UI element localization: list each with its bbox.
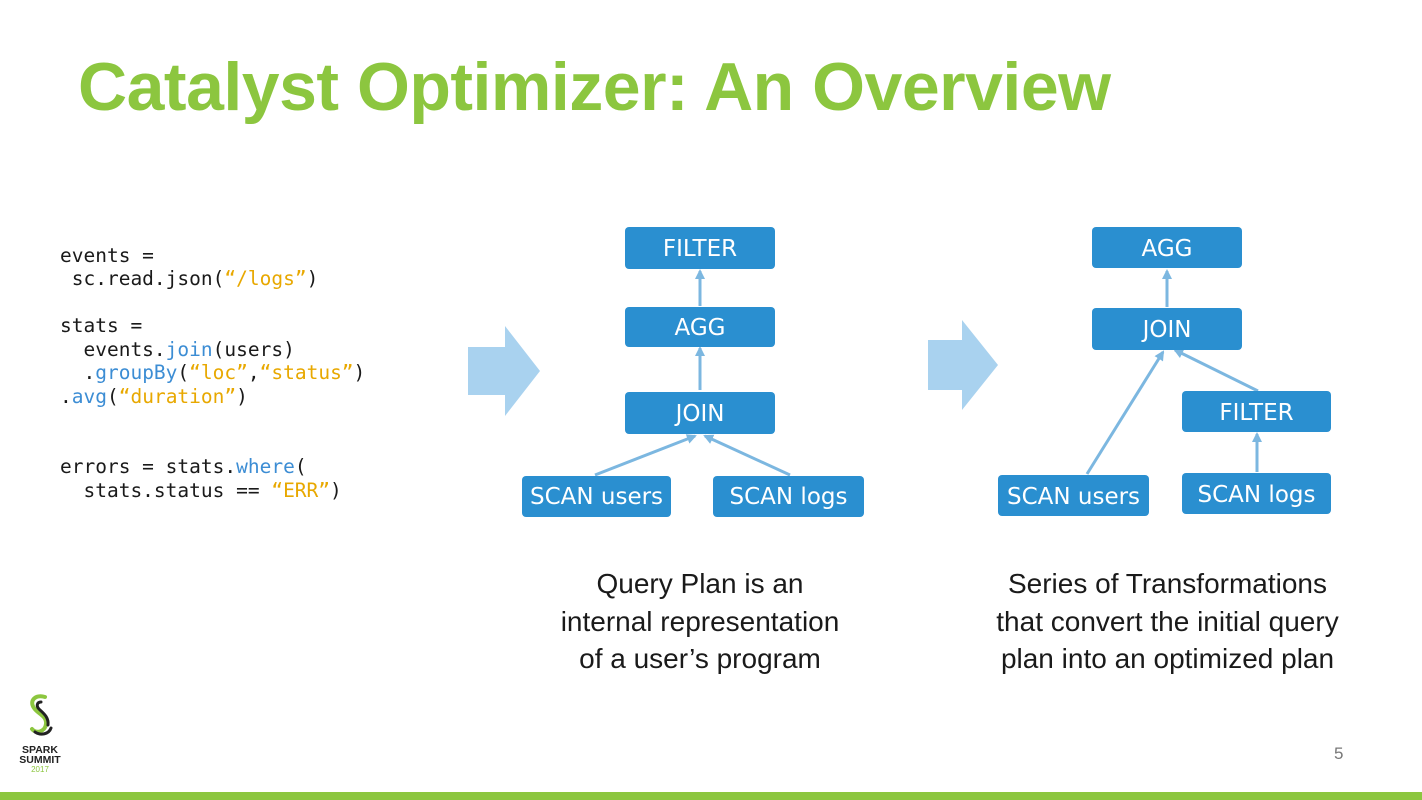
plan-node-scan-logs: SCAN logs bbox=[713, 476, 864, 517]
code-line: stats.status == “ERR”) bbox=[60, 479, 365, 503]
code-method: groupBy bbox=[95, 361, 178, 384]
code-text: stats = bbox=[60, 314, 143, 337]
optimized-edge bbox=[1085, 350, 1165, 475]
code-snippet: events = sc.read.json(“/logs”) stats = ev… bbox=[60, 220, 365, 526]
code-method: where bbox=[236, 455, 295, 478]
page-number: 5 bbox=[1334, 744, 1344, 763]
code-string: “/logs” bbox=[224, 267, 307, 290]
optimized-node-label: SCAN logs bbox=[1198, 482, 1316, 508]
plan-node-label: SCAN logs bbox=[730, 484, 848, 510]
code-string: “ERR” bbox=[271, 478, 331, 502]
logo-word-summit: SUMMIT bbox=[19, 754, 61, 766]
code-text: ) bbox=[353, 361, 366, 384]
code-text: sc.read.json( bbox=[60, 267, 225, 290]
logo-word-spark: SPARK bbox=[22, 744, 58, 756]
caption-line: that convert the initial query bbox=[996, 605, 1339, 637]
code-text: . bbox=[60, 384, 72, 408]
code-text: ( bbox=[177, 361, 190, 384]
transform-arrow-icon bbox=[468, 326, 540, 416]
code-line: events = bbox=[60, 244, 365, 268]
code-text: events = bbox=[60, 243, 154, 267]
code-method: join bbox=[165, 337, 213, 361]
plan-node-label: AGG bbox=[675, 315, 726, 341]
code-line: events.join(users) bbox=[60, 338, 365, 362]
optimized-node-join: JOIN bbox=[1092, 308, 1242, 350]
code-line: errors = stats.where( bbox=[60, 455, 365, 479]
code-text: , bbox=[247, 361, 260, 384]
plan-node-label: SCAN users bbox=[530, 484, 663, 510]
optimized-node-agg: AGG bbox=[1092, 227, 1242, 268]
logo-year: 2017 bbox=[31, 765, 49, 774]
code-text: ) bbox=[306, 267, 319, 290]
plan-node-scan-users: SCAN users bbox=[522, 476, 671, 517]
transform-arrow-icon bbox=[928, 320, 998, 410]
optimized-node-label: JOIN bbox=[1141, 317, 1192, 343]
slide-title: Catalyst Optimizer: An Overview bbox=[78, 49, 1111, 125]
code-text: ( bbox=[294, 455, 307, 478]
code-line: sc.read.json(“/logs”) bbox=[60, 267, 365, 291]
spark-summit-logo-icon bbox=[30, 694, 53, 736]
caption-line: Query Plan is an bbox=[596, 568, 804, 599]
code-method: avg bbox=[71, 384, 107, 408]
optimized-node-label: SCAN users bbox=[1007, 484, 1140, 510]
optimized-node-label: FILTER bbox=[1219, 400, 1293, 426]
code-text: ( bbox=[106, 384, 119, 408]
plan-edge bbox=[594, 434, 697, 477]
plan-edge bbox=[703, 434, 791, 477]
optimized-edge bbox=[1173, 348, 1259, 393]
plan-node-filter: FILTER bbox=[625, 227, 775, 269]
optimized-node-filter: FILTER bbox=[1182, 391, 1331, 432]
code-text: events. bbox=[60, 337, 166, 361]
plan-node-agg: AGG bbox=[625, 307, 775, 347]
query-plan-caption: Query Plan is an internal representation… bbox=[520, 565, 880, 678]
optimized-node-label: AGG bbox=[1142, 236, 1193, 262]
optimized-node-scan-logs: SCAN logs bbox=[1182, 473, 1331, 514]
code-line: stats = bbox=[60, 314, 365, 338]
caption-line: plan into an optimized plan bbox=[1000, 643, 1335, 674]
code-line: .avg(“duration”) bbox=[60, 385, 365, 409]
code-text: ) bbox=[330, 478, 342, 502]
code-text: stats.status == bbox=[60, 478, 272, 502]
code-line: .groupBy(“loc”,“status”) bbox=[60, 361, 365, 385]
caption-line: Series of Transformations bbox=[1007, 568, 1328, 599]
code-text: . bbox=[60, 361, 96, 384]
optimized-plan-caption: Series of Transformations that convert t… bbox=[955, 565, 1380, 678]
caption-line: internal representation bbox=[560, 605, 840, 637]
plan-node-label: FILTER bbox=[663, 236, 737, 262]
spark-summit-logo: SPARK SUMMIT 2017 bbox=[12, 692, 68, 775]
code-text: (users) bbox=[212, 337, 295, 361]
code-string: “duration” bbox=[118, 384, 237, 408]
footer-bar bbox=[0, 792, 1422, 800]
code-text: errors = stats. bbox=[60, 455, 237, 478]
code-string: “status” bbox=[259, 361, 354, 384]
caption-line: of a user’s program bbox=[579, 643, 821, 674]
optimized-node-scan-users: SCAN users bbox=[998, 475, 1149, 516]
plan-node-label: JOIN bbox=[674, 401, 725, 427]
code-text: ) bbox=[236, 384, 248, 408]
code-string: “loc” bbox=[189, 361, 248, 384]
plan-node-join: JOIN bbox=[625, 392, 775, 434]
